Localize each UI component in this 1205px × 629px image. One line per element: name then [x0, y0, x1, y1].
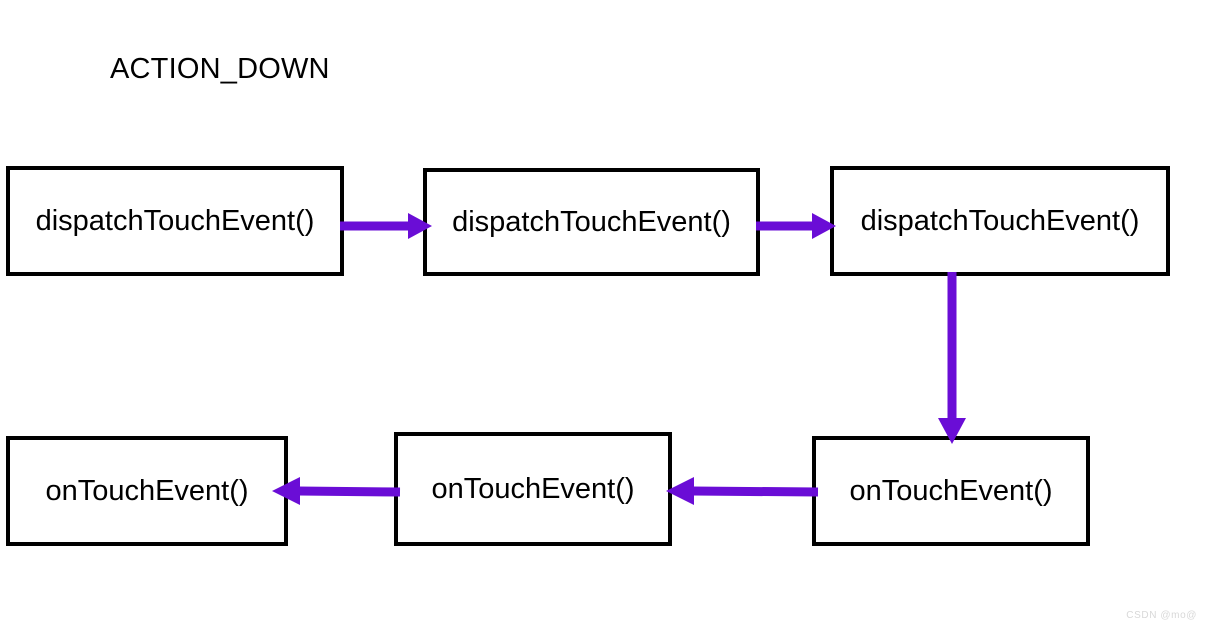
node-dispatch-touch-event-2: dispatchTouchEvent(): [423, 168, 760, 276]
node-label: dispatchTouchEvent(): [452, 206, 731, 238]
node-dispatch-touch-event-1: dispatchTouchEvent(): [6, 166, 344, 276]
node-on-touch-event-1: onTouchEvent(): [6, 436, 288, 546]
node-label: onTouchEvent(): [45, 475, 249, 507]
node-on-touch-event-3: onTouchEvent(): [812, 436, 1090, 546]
edge-2-arrow: [756, 213, 836, 239]
node-on-touch-event-2: onTouchEvent(): [394, 432, 672, 546]
edge-1-arrow: [340, 213, 432, 239]
node-label: dispatchTouchEvent(): [35, 205, 315, 237]
arrow-left-icon-ontouch3-to-ontouch2: [666, 477, 819, 505]
node-label: onTouchEvent(): [849, 475, 1053, 507]
edge-3-arrow: [938, 272, 966, 444]
edge-5-arrow: [272, 477, 401, 505]
watermark-text: CSDN @mo@: [1126, 610, 1197, 621]
arrow-right-icon-dispatch2-to-dispatch3: [756, 213, 836, 239]
node-label: dispatchTouchEvent(): [860, 205, 1140, 237]
edge-4-arrow: [666, 477, 819, 505]
page-title: ACTION_DOWN: [110, 53, 330, 85]
node-label: onTouchEvent(): [431, 473, 635, 505]
arrow-left-icon-ontouch2-to-ontouch1: [272, 477, 401, 505]
arrow-down-icon-dispatch3-to-ontouch3: [938, 272, 966, 444]
arrow-right-icon-dispatch1-to-dispatch2: [340, 213, 432, 239]
node-dispatch-touch-event-3: dispatchTouchEvent(): [830, 166, 1170, 276]
